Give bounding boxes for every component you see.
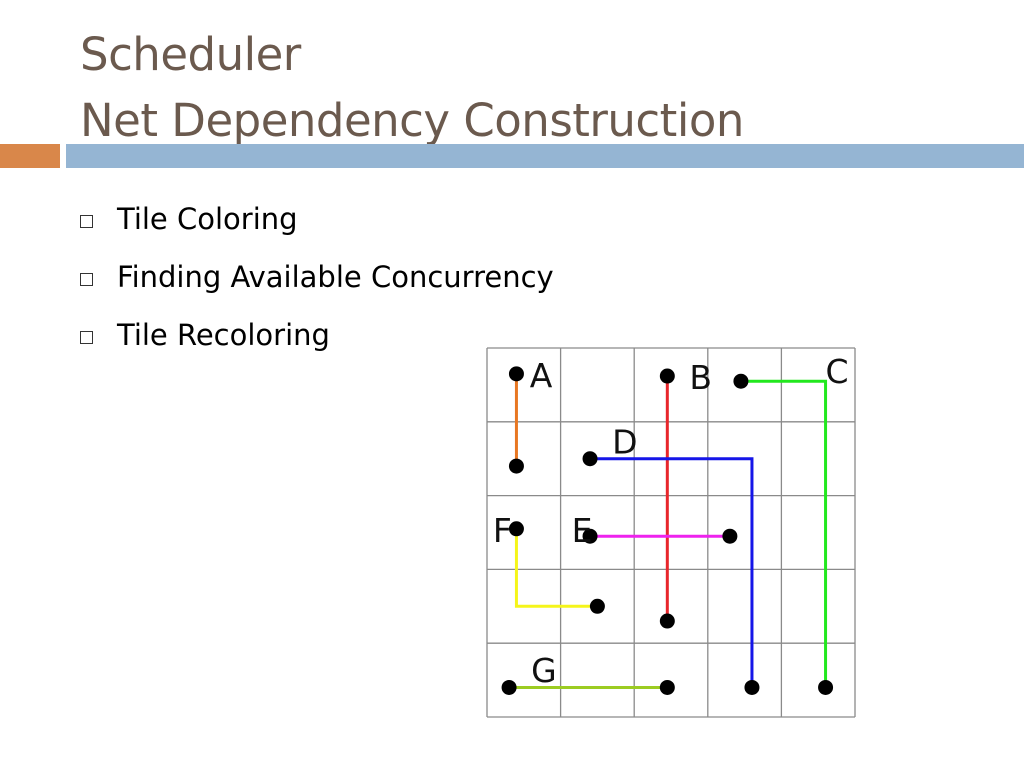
- pin-start-a: [508, 366, 524, 382]
- pin-end-d: [744, 679, 760, 695]
- pin-end-c: [818, 679, 834, 695]
- pin-start-d: [582, 451, 598, 467]
- net-routing-diagram: A B C D E F G: [486, 347, 856, 718]
- net-label-f: F: [493, 511, 512, 550]
- net-wire-d: [590, 457, 754, 688]
- pin-start-b: [659, 368, 675, 384]
- net-label-e: E: [572, 511, 593, 550]
- accent-bar: [0, 144, 60, 168]
- bullet-item: Tile Recoloring: [80, 306, 554, 364]
- net-label-b: B: [689, 358, 712, 397]
- bullet-text: Tile Recoloring: [117, 318, 330, 352]
- net-label-g: G: [531, 651, 557, 690]
- pin-start-e: [582, 528, 598, 544]
- pin-end-g: [659, 679, 675, 695]
- square-bullet-icon: [80, 330, 93, 344]
- bullet-item: Tile Coloring: [80, 190, 554, 248]
- divider-bar: [66, 144, 1024, 168]
- square-bullet-icon: [80, 272, 93, 286]
- square-bullet-icon: [80, 214, 93, 228]
- pin-start-f: [508, 521, 524, 537]
- pin-end-a: [508, 458, 524, 474]
- pin-end-e: [722, 528, 738, 544]
- bullet-item: Finding Available Concurrency: [80, 248, 554, 306]
- pin-end-b: [659, 613, 675, 629]
- net-label-a: A: [530, 356, 553, 395]
- pin-end-f: [589, 598, 605, 614]
- title-line-1: Scheduler: [80, 28, 301, 81]
- bullet-list: Tile Coloring Finding Available Concurre…: [80, 190, 554, 364]
- title-line-2: Net Dependency Construction: [80, 94, 744, 147]
- net-wire-f: [514, 528, 598, 608]
- pin-start-c: [733, 373, 749, 389]
- pin-start-g: [501, 679, 517, 695]
- bullet-text: Tile Coloring: [117, 202, 298, 236]
- net-label-c: C: [826, 352, 849, 391]
- slide-title: Scheduler Net Dependency Construction: [80, 22, 744, 154]
- bullet-text: Finding Available Concurrency: [117, 260, 554, 294]
- net-wire-c: [740, 379, 828, 688]
- net-label-d: D: [612, 422, 637, 461]
